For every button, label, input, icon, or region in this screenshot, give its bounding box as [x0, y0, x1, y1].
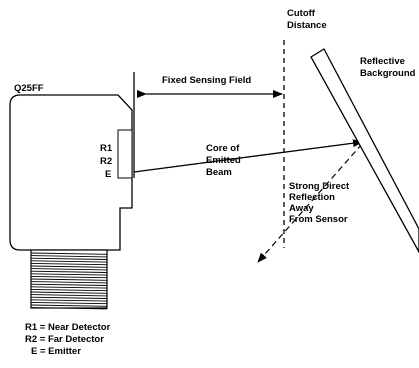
reflection-label-4: From Sensor [289, 214, 348, 225]
thread-line [30, 283, 108, 286]
reflective-label-2: Background [360, 68, 416, 79]
reflective-background [310, 48, 419, 254]
face-label-r2: R2 [100, 156, 112, 167]
reflective-label-1: Reflective [360, 56, 405, 67]
thread-line [30, 296, 108, 299]
sensor-body [9, 94, 133, 251]
legend-item-e: E = Emitter [31, 346, 81, 357]
cutoff-label-2: Distance [287, 20, 327, 31]
threaded-barrel [30, 249, 108, 310]
reflection-label-2: Reflection [289, 192, 335, 203]
core-label-1: Core of [206, 143, 240, 154]
thread-line [30, 255, 108, 258]
thread-line [30, 291, 108, 294]
thread-line [30, 275, 108, 279]
thread-line [30, 301, 108, 305]
thread-line [30, 307, 108, 310]
model-label: Q25FF [14, 83, 44, 94]
thread-line [30, 252, 108, 255]
thread-line [30, 288, 108, 292]
thread-line [30, 278, 108, 281]
face-label-r1: R1 [100, 143, 113, 154]
fixed-field-label: Fixed Sensing Field [162, 75, 251, 86]
reflection-label-1: Strong Direct [289, 181, 350, 192]
core-label-2: Emitted [206, 155, 241, 166]
thread-line [30, 262, 108, 266]
face-label-e: E [105, 169, 111, 180]
reflection-ray [257, 143, 363, 263]
core-label-3: Beam [206, 167, 232, 178]
thread-line [30, 260, 108, 263]
legend-item-r1: R1 = Near Detector [25, 322, 111, 333]
thread-line [30, 304, 108, 307]
thread-line [30, 294, 108, 297]
thread-line [30, 270, 108, 273]
cutoff-label-1: Cutoff [287, 8, 316, 19]
legend-item-r2: R2 = Far Detector [25, 334, 104, 345]
thread-line [30, 257, 108, 260]
thread-line [30, 265, 108, 268]
thread-line [30, 281, 108, 284]
thread-line [30, 286, 108, 289]
thread-line [30, 273, 108, 276]
thread-line [30, 299, 108, 302]
thread-line [30, 268, 108, 271]
reflection-label-3: Away [289, 203, 314, 214]
emitted-beam [133, 139, 363, 173]
